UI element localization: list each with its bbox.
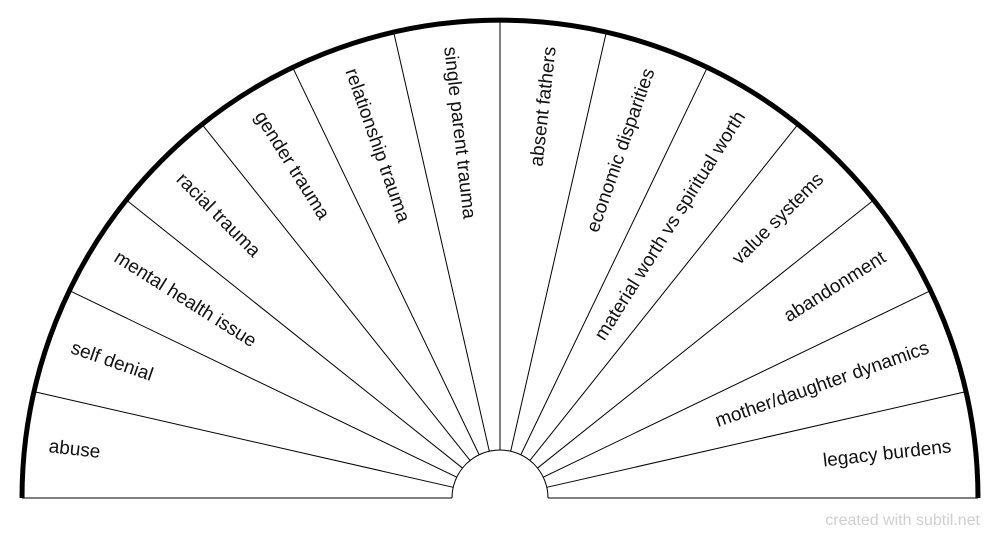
- segment-label: gender trauma: [250, 108, 334, 224]
- divider-line: [393, 31, 490, 452]
- divider-line: [537, 199, 875, 469]
- segment-label: legacy burdens: [822, 436, 952, 471]
- footer-credit: created with subtil.net: [825, 512, 980, 529]
- segment-label: relationship trauma: [341, 66, 414, 226]
- divider-line: [125, 199, 463, 469]
- divider-line: [546, 391, 967, 488]
- divider-line: [69, 290, 457, 478]
- segment-label: self denial: [68, 338, 156, 386]
- segment-label: abuse: [48, 436, 102, 463]
- segment-label: mother/daughter dynamics: [713, 338, 932, 432]
- divider-line: [33, 391, 454, 488]
- divider-line: [529, 123, 799, 461]
- inner-arc: [451, 449, 549, 499]
- segment-label: abandonment: [780, 247, 890, 327]
- divider-line: [543, 290, 931, 478]
- segment-label: single parent trauma: [439, 46, 479, 221]
- segment-label: value systems: [728, 169, 828, 269]
- outer-arc: [19, 17, 981, 499]
- segment-label: economic disparities: [583, 66, 660, 235]
- divider-line: [292, 67, 480, 455]
- divider-line: [520, 67, 708, 455]
- divider-line: [510, 31, 607, 452]
- divider-line: [201, 123, 471, 461]
- segment-label: absent fathers: [526, 46, 560, 168]
- segment-label: mental health issue: [110, 247, 260, 352]
